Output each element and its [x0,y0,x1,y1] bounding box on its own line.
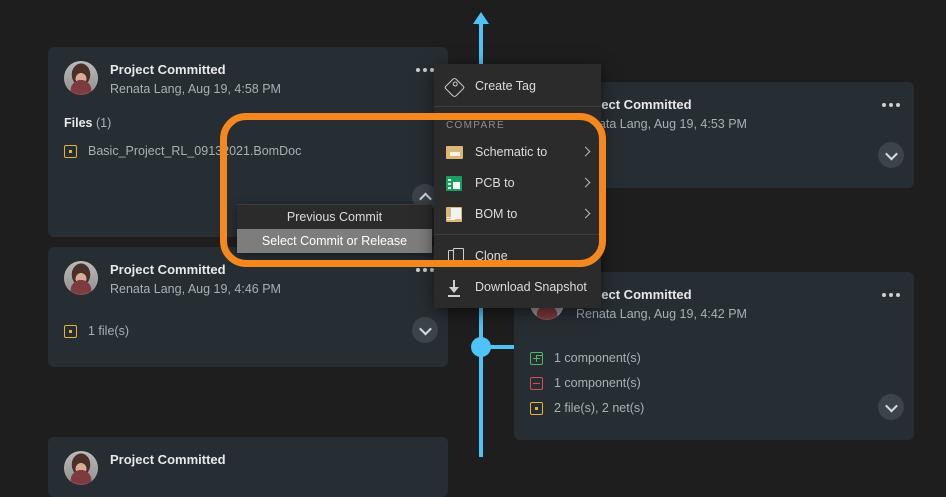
dropdown-option-select-commit-or-release[interactable]: Select Commit or Release [237,229,432,253]
commit-card-body: 1 component(s) 1 component(s) 2 file(s),… [514,323,914,433]
ellipsis-icon [889,293,893,297]
commit-meta: Renata Lang, Aug 19, 4:58 PM [110,82,281,96]
chevron-down-icon [418,322,432,335]
files-label-text: Files [64,116,93,130]
commit-title: Project Committed [110,262,226,277]
commit-stat-row: 1 component(s) [530,347,898,369]
menu-item-bom-to[interactable]: BOM to [434,198,601,229]
dropdown-option-previous-commit[interactable]: Previous Commit [286,210,383,224]
file-list-item[interactable]: Basic_Project_RL_09132021.BomDoc [64,140,432,162]
menu-item-label: Download Snapshot [475,279,587,294]
commit-card-body: Files (1) Basic_Project_RL_09132021.BomD… [48,98,448,176]
commit-title: Project Committed [576,97,692,112]
chevron-down-icon [884,399,898,412]
menu-item-label: BOM to [475,206,518,221]
commit-stat-text: 2 file(s), 2 net(s) [554,401,645,415]
expand-card-button[interactable] [412,317,438,343]
more-options-button[interactable] [880,288,902,302]
commit-context-menu[interactable]: Create Tag COMPARE Schematic to PCB to B… [434,64,601,308]
commit-stat-row: 2 file(s), 2 net(s) [530,397,898,419]
ellipsis-icon [889,103,893,107]
files-label: Files (1) [64,116,432,130]
menu-item-download-snapshot[interactable]: Download Snapshot [434,271,601,302]
tag-icon [443,76,466,98]
menu-item-pcb-to[interactable]: PCB to [434,167,601,198]
commit-title: Project Committed [110,452,226,467]
modified-file-icon [64,144,77,158]
download-icon [446,278,464,297]
more-options-button[interactable] [414,63,436,77]
menu-item-label: Schematic to [475,144,548,159]
commit-card-header: Project Committed Renata Lang, Aug 19, 4… [48,47,448,98]
menu-item-label: Clone [475,248,508,263]
menu-divider [434,234,601,235]
menu-section-compare: COMPARE [446,120,505,131]
ellipsis-icon [416,68,420,72]
ellipsis-icon [430,68,434,72]
commit-stat-row: 1 file(s) [64,320,432,342]
menu-divider [434,106,601,107]
avatar [64,261,98,295]
commit-meta: Renata Lang, Aug 19, 4:42 PM [576,307,747,321]
ellipsis-icon [423,268,427,272]
commit-meta: Renata Lang, Aug 19, 4:46 PM [110,282,281,296]
commit-stat-text: 1 file(s) [88,324,129,338]
ellipsis-icon [416,268,420,272]
commit-title: Project Committed [576,287,692,302]
more-options-button[interactable] [880,98,902,112]
commit-stat-text: 1 component(s) [554,351,641,365]
schematic-icon [446,143,464,161]
commit-card-left-middle[interactable]: Project Committed Renata Lang, Aug 19, 4… [48,247,448,367]
chevron-right-icon [580,208,591,219]
pcb-icon [446,174,464,192]
avatar [64,61,98,95]
expand-card-button[interactable] [878,394,904,420]
commit-stat-row: 1 component(s) [530,372,898,394]
menu-item-create-tag[interactable]: Create Tag [434,70,601,101]
modified-file-icon [64,324,77,338]
file-name: Basic_Project_RL_09132021.BomDoc [88,144,302,158]
commit-card-header: Project Committed [48,437,448,485]
ellipsis-icon [896,293,900,297]
commit-card-header: Project Committed Renata Lang, Aug 19, 4… [48,247,448,298]
commit-card-body: 1 file(s) [48,298,448,356]
modified-file-icon [530,401,543,415]
menu-item-clone[interactable]: Clone [434,240,601,271]
ellipsis-icon [423,68,427,72]
commit-card-left-bottom[interactable]: Project Committed [48,437,448,497]
chevron-right-icon [580,177,591,188]
chevron-down-icon [884,147,898,160]
commit-stat-text: 1 component(s) [554,376,641,390]
chevron-up-icon [418,192,432,205]
commit-meta: Renata Lang, Aug 19, 4:53 PM [576,117,747,131]
menu-item-schematic-to[interactable]: Schematic to [434,136,601,167]
files-count: (1) [95,116,112,130]
timeline-commit-dot[interactable] [471,337,491,357]
removed-component-icon [530,376,543,390]
menu-item-label: PCB to [475,175,515,190]
clone-icon [446,247,464,265]
commit-source-dropdown[interactable]: Previous Commit Select Commit or Release [237,204,432,253]
bom-icon [446,205,464,223]
ellipsis-icon [882,103,886,107]
timeline-arrow-icon [473,12,489,24]
chevron-right-icon [580,146,591,157]
expand-card-button[interactable] [878,142,904,168]
menu-item-label: Create Tag [475,78,536,93]
commit-title: Project Committed [110,62,226,77]
ellipsis-icon [882,293,886,297]
timeline-branch-connector [488,345,518,349]
more-options-button[interactable] [414,263,436,277]
commit-card-header: Project Committed Renata Lang, Aug 19, 4… [514,82,914,133]
avatar [64,451,98,485]
added-component-icon [530,351,543,365]
ellipsis-icon [896,103,900,107]
ellipsis-icon [430,268,434,272]
